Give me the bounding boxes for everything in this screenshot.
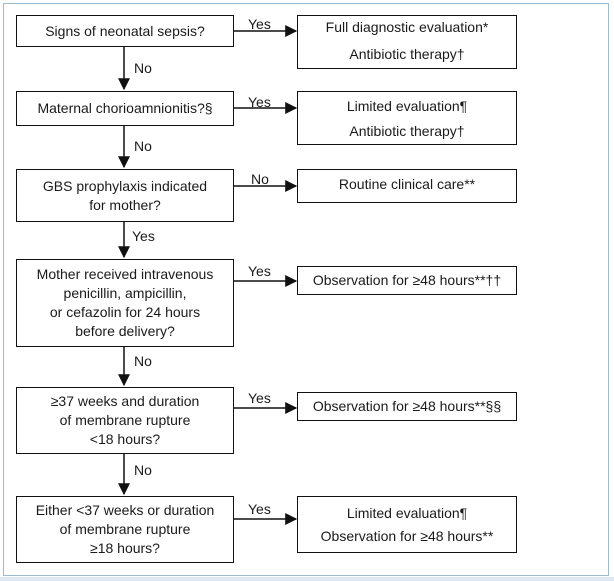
question-gbs-prophylaxis: GBS prophylaxis indicated for mother? [16,169,234,222]
question-text-line: GBS prophylaxis indicated [42,177,208,194]
result-observation-48h-section: Observation for ≥48 hours**§§ [297,392,517,421]
result-routine-care: Routine clinical care** [297,169,517,203]
label-no: No [134,60,152,76]
question-text-line: or cefazolin for 24 hours [49,304,201,320]
figure-frame [3,3,609,576]
bottom-rule [0,577,614,581]
result-text-line: Observation for ≥48 hours** [320,528,494,544]
question-text-line: of membrane rupture [59,412,191,428]
label-no: No [134,462,152,478]
question-text-line: before delivery? [75,323,175,339]
question-text-line: for mother? [89,196,161,213]
question-preterm-or-long-rupture: Either <37 weeks or duration of membrane… [16,496,234,563]
label-yes: Yes [248,390,271,406]
label-yes: Yes [248,16,271,32]
result-text-line: Antibiotic therapy† [349,123,465,139]
question-text-line: penicillin, ampicillin, [63,285,187,301]
result-observation-48h-dagger: Observation for ≥48 hours**†† [297,266,517,295]
question-text: Signs of neonatal sepsis? [45,22,205,39]
label-no: No [134,138,152,154]
question-text-line: Either <37 weeks or duration [35,502,215,518]
result-full-evaluation: Full diagnostic evaluation* Antibiotic t… [297,15,517,69]
result-text-line: Antibiotic therapy† [349,46,465,62]
question-text-line: of membrane rupture [59,521,191,537]
label-yes: Yes [248,501,271,517]
result-text: Observation for ≥48 hours**§§ [312,398,502,414]
label-no: No [134,353,152,369]
label-yes: Yes [248,94,271,110]
question-iv-antibiotics: Mother received intravenous penicillin, … [16,259,234,347]
label-no: No [251,171,269,187]
result-text: Observation for ≥48 hours**†† [312,272,502,288]
question-text: Maternal chorioamnionitis?§ [37,100,213,116]
label-yes: Yes [132,228,155,244]
question-chorioamnionitis: Maternal chorioamnionitis?§ [16,91,234,126]
result-limited-evaluation-antibiotics: Limited evaluation¶ Antibiotic therapy† [297,91,517,145]
question-text-line: ≥18 hours? [90,540,160,556]
question-term-short-rupture: ≥37 weeks and duration of membrane ruptu… [16,387,234,454]
result-text-line: Limited evaluation¶ [346,505,468,521]
result-text-line: Limited evaluation¶ [346,98,468,114]
question-neonatal-sepsis: Signs of neonatal sepsis? [16,15,234,47]
result-text-line: Full diagnostic evaluation* [325,19,489,35]
question-text-line: Mother received intravenous [36,266,214,282]
result-limited-evaluation-observation: Limited evaluation¶ Observation for ≥48 … [297,496,517,553]
question-text-line: ≥37 weeks and duration [50,393,200,409]
question-text-line: <18 hours? [89,431,161,447]
result-text: Routine clinical care** [338,176,476,192]
label-yes: Yes [248,263,271,279]
